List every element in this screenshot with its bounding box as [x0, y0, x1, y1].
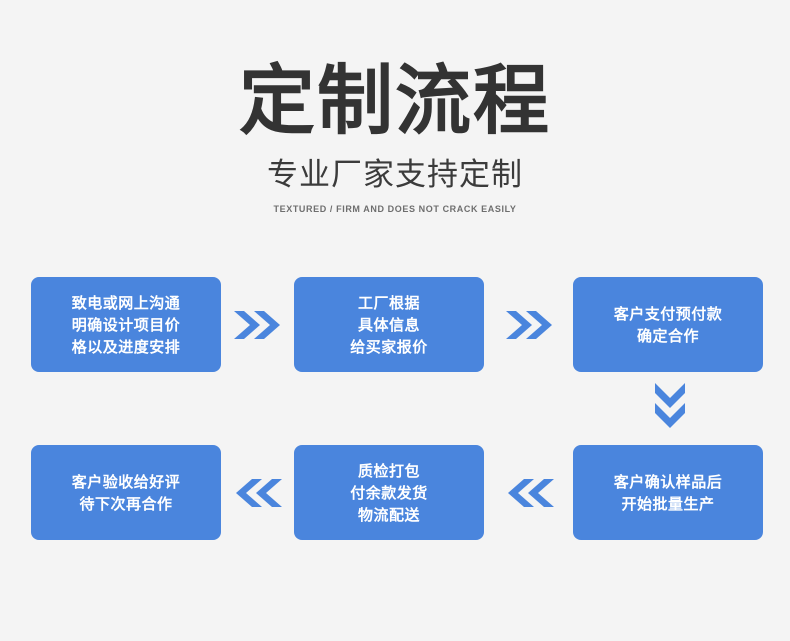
process-step-6-label: 客户验收给好评 待下次再合作: [71, 472, 181, 513]
double-chevron-right-icon-2: [500, 305, 560, 345]
process-flow: 致电或网上沟通 明确设计项目价 格以及进度安排 工厂根据 具体信息 给买家报价 …: [0, 277, 790, 540]
process-step-5-label: 质检打包 付余款发货 物流配送: [350, 461, 428, 524]
process-flow-row-bottom: 客户验收给好评 待下次再合作 质检打包 付余款发货 物流配送 客户确认样品后 开…: [0, 445, 790, 540]
page-subtitle-english: TEXTURED / FIRM AND DOES NOT CRACK EASIL…: [273, 204, 517, 214]
page-subtitle: 专业厂家支持定制: [267, 157, 523, 193]
page-title: 定制流程: [239, 56, 551, 145]
process-step-2-label: 工厂根据 具体信息 给买家报价: [350, 293, 428, 356]
process-step-1-label: 致电或网上沟通 明确设计项目价 格以及进度安排: [71, 293, 181, 356]
double-chevron-down-icon: [640, 380, 700, 432]
header: 定制流程 专业厂家支持定制 TEXTURED / FIRM AND DOES N…: [0, 0, 790, 215]
process-step-2[interactable]: 工厂根据 具体信息 给买家报价: [294, 277, 484, 372]
process-step-3[interactable]: 客户支付预付款 确定合作: [573, 277, 763, 372]
process-step-6[interactable]: 客户验收给好评 待下次再合作: [31, 445, 221, 540]
double-chevron-left-icon-2: [500, 473, 560, 513]
process-step-1[interactable]: 致电或网上沟通 明确设计项目价 格以及进度安排: [31, 277, 221, 372]
double-chevron-left-icon: [228, 473, 288, 513]
process-step-4-label: 客户确认样品后 开始批量生产: [613, 472, 723, 513]
process-step-5[interactable]: 质检打包 付余款发货 物流配送: [294, 445, 484, 540]
process-step-4[interactable]: 客户确认样品后 开始批量生产: [573, 445, 763, 540]
process-step-3-label: 客户支付预付款 确定合作: [613, 304, 723, 345]
process-flow-row-top: 致电或网上沟通 明确设计项目价 格以及进度安排 工厂根据 具体信息 给买家报价 …: [0, 277, 790, 372]
double-chevron-right-icon: [228, 305, 288, 345]
